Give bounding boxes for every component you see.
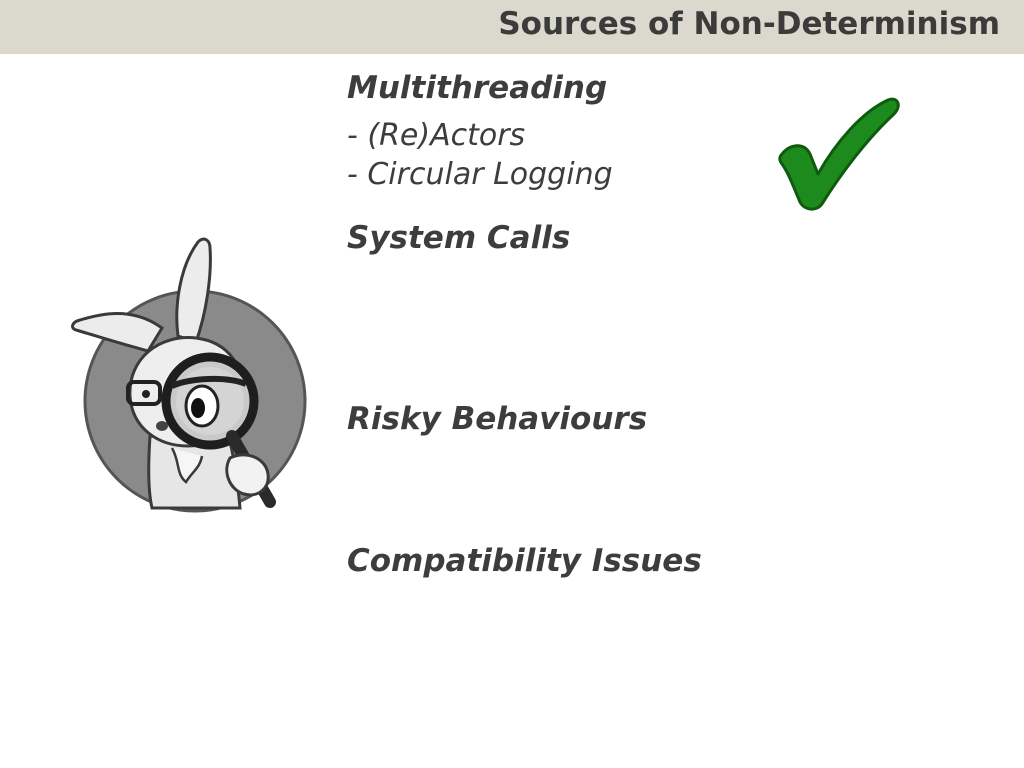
rabbit-magnifying-glass-illustration: [71, 237, 307, 513]
heading-risky-behaviours: Risky Behaviours: [347, 401, 648, 437]
heading-system-calls: System Calls: [347, 220, 571, 256]
heading-multithreading: Multithreading: [347, 70, 608, 106]
bullet-circular-logging: - Circular Logging: [347, 157, 613, 192]
bullet-reactors: - (Re)Actors: [347, 118, 526, 153]
heading-compatibility-issues: Compatibility Issues: [347, 543, 702, 579]
check-mark-icon: [778, 97, 900, 211]
title-bar: Sources of Non-Determinism: [0, 0, 1024, 54]
slide-title: Sources of Non-Determinism: [498, 6, 1000, 42]
